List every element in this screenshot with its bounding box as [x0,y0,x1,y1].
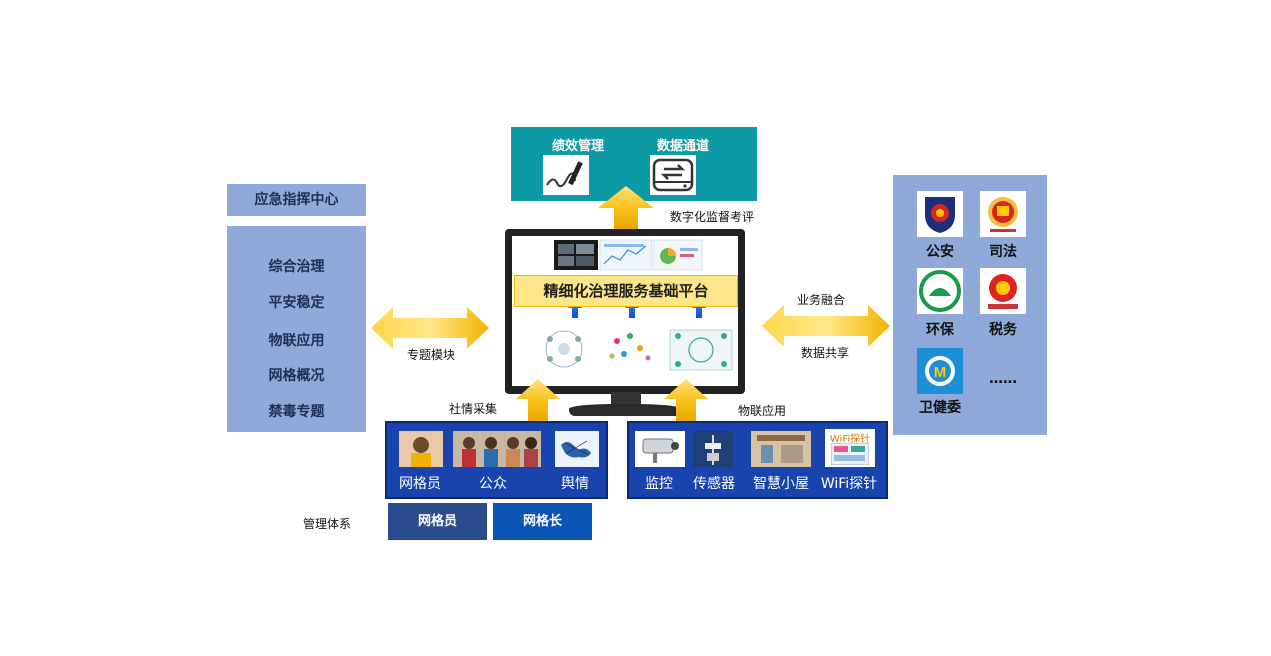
left-item: 禁毒专题 [268,404,325,420]
grid-worker-button[interactable]: 网格员 [388,503,487,540]
public-photo [453,431,541,467]
departments-panel: 公安 司法 环保 税务 M 卫健委 …… [893,175,1047,435]
public-opinion-map [555,431,599,467]
platform-banner: 精细化治理服务基础平台 [514,275,738,307]
right-arrow-label-bottom: 数据共享 [801,346,850,360]
bottom-left-arrow-label: 社情采集 [449,402,498,416]
double-arrow-right-icon [762,305,890,347]
left-item: 平安稳定 [268,295,325,311]
bottom-right-arrow-label: 物联应用 [738,404,787,418]
double-arrow-left-icon [371,307,489,349]
monitor-stand-neck [611,392,641,406]
grid-leader-button[interactable]: 网格长 [493,503,592,540]
dept-label: 税务 [989,322,1017,338]
top-item-label-performance: 绩效管理 [551,139,604,154]
social-item-label: 公众 [479,476,507,492]
management-label: 管理体系 [303,517,352,531]
monitor-screen [512,236,738,386]
social-item-label: 网格员 [399,476,441,492]
social-collection-panel: 网格员 公众 舆情 [385,421,608,499]
iot-application-panel: WiFi探针 监控 传感器 智慧小屋 WiFi探针 [627,421,888,499]
left-item: 物联应用 [268,333,325,349]
iot-item-label: WiFi探针 [820,476,878,492]
dept-label: 公安 [926,244,954,260]
court-emblem-icon [980,191,1026,237]
monitor-stand-base [569,404,681,416]
tax-emblem-icon [980,268,1026,314]
environment-emblem-icon [917,268,963,314]
health-emblem-icon: M [917,348,963,394]
social-item-label: 舆情 [561,476,589,492]
camera-icon [635,431,685,467]
sensor-icon [693,431,733,467]
svg-text:M: M [934,364,947,381]
data-channel-icon [650,155,696,195]
up-arrow-iot-icon [664,379,708,423]
police-emblem-icon [917,191,963,237]
left-item: 网格概况 [268,368,325,384]
dept-label: 环保 [926,322,954,338]
topic-module-panel: 综合治理 平安稳定 物联应用 网格概况 禁毒专题 [227,226,366,432]
up-arrow-top-icon [598,186,654,230]
emergency-command-title: 应急指挥中心 [227,184,366,216]
top-arrow-label: 数字化监督考评 [670,210,755,224]
wifi-badge-text: WiFi探针 [829,434,871,445]
iot-item-label: 传感器 [693,476,735,492]
top-item-label-channel: 数据通道 [656,139,709,154]
dept-label: 司法 [989,244,1017,260]
signature-pen-icon [543,155,589,195]
iot-item-label: 智慧小屋 [753,476,809,492]
grid-worker-photo [399,431,443,467]
left-item: 综合治理 [268,259,325,275]
left-arrow-label: 专题模块 [407,348,456,362]
iot-item-label: 监控 [645,476,673,492]
right-arrow-label-top: 业务融合 [797,293,846,307]
performance-data-box: 绩效管理 数据通道 [511,127,757,201]
smart-cabin-icon [751,431,811,467]
wifi-probe-icon: WiFi探针 [825,429,875,467]
up-arrow-social-icon [516,379,560,423]
dept-label-more: …… [989,371,1017,387]
dept-label: 卫健委 [919,400,961,416]
